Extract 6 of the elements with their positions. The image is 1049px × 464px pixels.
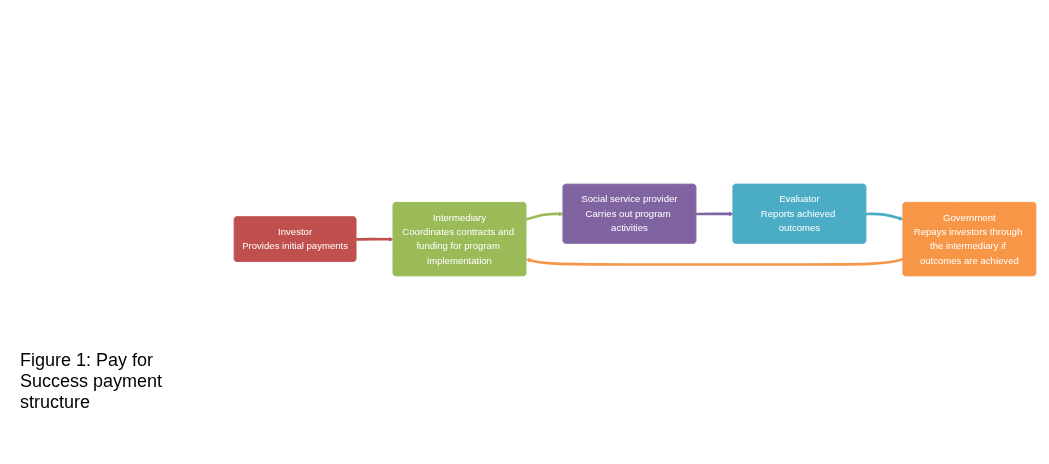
arrow [356, 236, 394, 242]
arrow [525, 257, 904, 266]
figure-caption: Figure 1: Pay for Success payment structure [20, 350, 164, 413]
arrow [525, 211, 564, 221]
arrow [866, 212, 904, 221]
arrow [696, 211, 734, 217]
